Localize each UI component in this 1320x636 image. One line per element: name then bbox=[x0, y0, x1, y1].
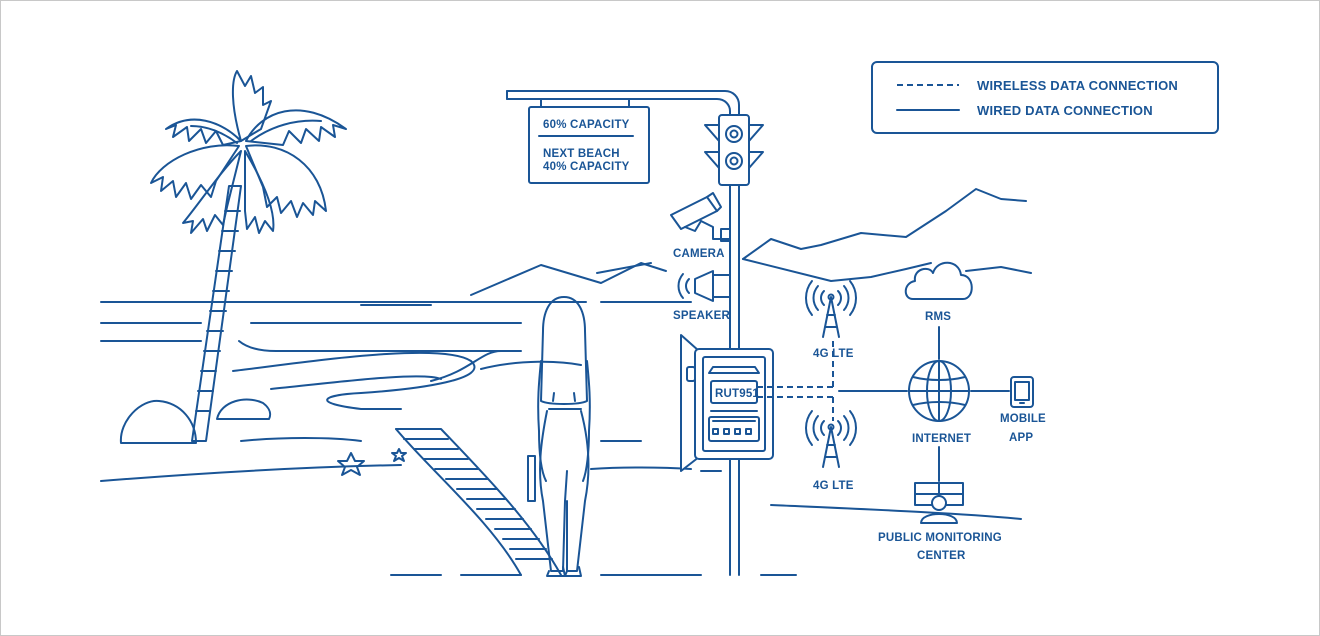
mobile-label-line-2: APP bbox=[1009, 432, 1033, 444]
cell-tower-icon bbox=[805, 280, 857, 338]
pmc-label-line-1: PUBLIC MONITORING bbox=[878, 532, 1002, 544]
sign-line-2: NEXT BEACH bbox=[543, 148, 620, 160]
rms-label: RMS bbox=[925, 311, 951, 323]
traffic-light-icon bbox=[704, 114, 764, 186]
monitoring-center-node: PUBLIC MONITORING CENTER bbox=[878, 482, 1002, 562]
speaker-label: SPEAKER bbox=[673, 310, 730, 322]
globe-icon bbox=[908, 360, 970, 422]
internet-label: INTERNET bbox=[912, 433, 971, 445]
mountains bbox=[470, 188, 1032, 296]
speaker-icon: SPEAKER bbox=[673, 270, 731, 322]
wireless-links bbox=[757, 341, 834, 421]
woman-figure bbox=[527, 296, 591, 577]
legend-wireless-label: WIRELESS DATA CONNECTION bbox=[977, 78, 1178, 93]
sign-line-3: 40% CAPACITY bbox=[543, 161, 630, 173]
lte-bottom-label: 4G LTE bbox=[813, 480, 854, 492]
tower-top: 4G LTE bbox=[805, 280, 857, 360]
lte-top-label: 4G LTE bbox=[813, 348, 854, 360]
pmc-label-line-2: CENTER bbox=[917, 550, 966, 562]
router-icon bbox=[710, 380, 758, 404]
light-pole bbox=[506, 90, 740, 576]
rms-node: RMS bbox=[904, 261, 973, 323]
wired-links bbox=[838, 326, 1010, 482]
sign-line-1: 60% CAPACITY bbox=[543, 119, 630, 131]
capacity-sign: 60% CAPACITY NEXT BEACH 40% CAPACITY bbox=[528, 106, 650, 184]
legend: WIRELESS DATA CONNECTION WIRED DATA CONN… bbox=[871, 61, 1219, 134]
starfish bbox=[337, 448, 407, 476]
internet-node: INTERNET bbox=[908, 360, 971, 445]
legend-wired-label: WIRED DATA CONNECTION bbox=[977, 103, 1153, 118]
cloud-icon bbox=[904, 261, 973, 300]
mobile-phone-icon bbox=[1010, 376, 1034, 408]
router-label: RUT951 bbox=[715, 388, 759, 400]
camera-icon: CAMERA bbox=[670, 192, 731, 260]
sea-shore bbox=[100, 301, 1022, 520]
camera-label: CAMERA bbox=[673, 248, 725, 260]
cell-tower-icon bbox=[805, 410, 857, 468]
router-cabinet: RUT951 bbox=[680, 334, 774, 472]
palm-tree-icon bbox=[119, 70, 347, 444]
tower-bottom: 4G LTE bbox=[805, 410, 857, 492]
mobile-app-node: MOBILE APP bbox=[1000, 376, 1046, 444]
mobile-label-line-1: MOBILE bbox=[1000, 413, 1046, 425]
monitoring-center-icon bbox=[914, 482, 964, 524]
